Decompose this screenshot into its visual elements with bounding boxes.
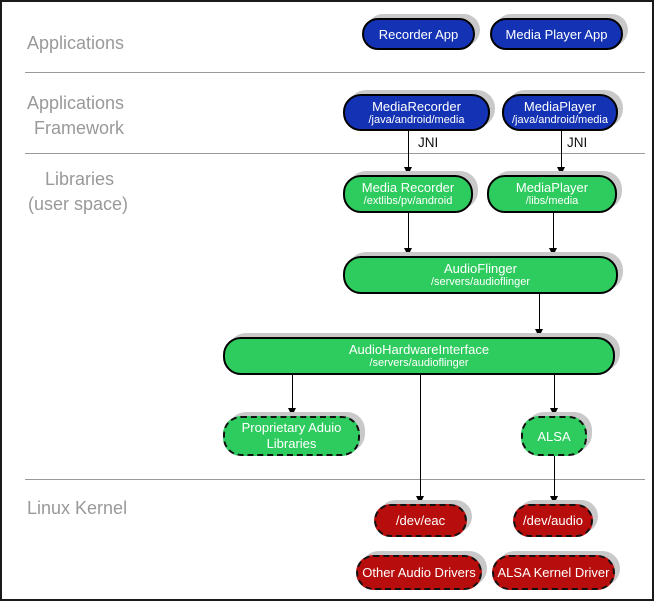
section-label-libraries-line2: (user space) (28, 194, 129, 214)
node-mediaplayer-lib-path: /libs/media (525, 195, 579, 207)
node-audioflinger-title: AudioFlinger (444, 261, 517, 276)
divider-libraries-kernel (25, 479, 645, 480)
node-mediaplayer-lib-title: MediaPlayer (515, 180, 589, 195)
arrow-ahi-to-dev-eac (416, 375, 424, 504)
node-media-recorder-lib-title: Media Recorder (361, 180, 455, 195)
jni-label-right: JNI (567, 135, 588, 150)
node-audioflinger: AudioFlinger /servers/audioflinger (343, 256, 618, 294)
node-media-recorder-lib-path: /extlibs/pv/android (363, 195, 453, 207)
node-mediarecorder-framework-title: MediaRecorder (372, 98, 461, 114)
node-alsa-kernel-driver-title: ALSA Kernel Driver (497, 565, 610, 580)
node-dev-audio: /dev/audio (513, 504, 593, 537)
node-alsa: ALSA (521, 416, 587, 456)
node-dev-audio-title: /dev/audio (523, 513, 583, 528)
divider-applications-framework (25, 72, 645, 73)
node-alsa-kernel-driver: ALSA Kernel Driver (492, 555, 615, 590)
arrow-mediarecorder-to-audioflinger (404, 213, 412, 256)
section-label-libraries: Libraries (user space) (28, 167, 128, 217)
arrow-ahi-to-alsa (550, 375, 558, 416)
node-audioflinger-path: /servers/audioflinger (430, 276, 531, 288)
node-mediaplayer-framework-path: /java/android/media (511, 113, 608, 126)
node-audiohardwareinterface: AudioHardwareInterface /servers/audiofli… (223, 337, 615, 375)
section-label-libraries-line1: Libraries (45, 169, 115, 189)
node-other-audio-drivers: Other Audio Drivers (356, 555, 482, 590)
jni-label-left: JNI (418, 135, 439, 150)
arrow-alsa-to-dev-audio (550, 456, 558, 504)
node-mediaplayer-framework: MediaPlayer /java/android/media (502, 94, 618, 131)
section-label-linux-kernel: Linux Kernel (27, 498, 128, 518)
arrow-ahi-to-proprietary (288, 375, 296, 416)
node-proprietary-audio-libraries-title: Proprietary Aduio Libraries (241, 420, 342, 451)
section-label-applications-framework-line2: Framework (34, 118, 125, 138)
node-mediaplayer-framework-title: MediaPlayer (523, 98, 597, 114)
arrow-mediarecorder-jni (404, 131, 412, 175)
node-dev-eac: /dev/eac (374, 504, 467, 537)
node-other-audio-drivers-title: Other Audio Drivers (362, 565, 476, 580)
node-audiohardwareinterface-path: /servers/audioflinger (369, 357, 469, 369)
section-label-applications: Applications (27, 33, 125, 53)
node-proprietary-audio-libraries: Proprietary Aduio Libraries (223, 416, 360, 456)
section-label-applications-framework: Applications Framework (27, 91, 124, 141)
divider-framework-libraries (25, 153, 645, 154)
section-label-applications-framework-line1: Applications (27, 93, 125, 113)
node-media-player-app-title: Media Player App (505, 26, 608, 42)
node-media-player-app: Media Player App (490, 18, 623, 50)
node-alsa-title: ALSA (537, 428, 571, 444)
node-mediaplayer-lib: MediaPlayer /libs/media (487, 175, 617, 213)
arrow-audioflinger-to-ahi (535, 294, 543, 337)
node-recorder-app-title: Recorder App (378, 26, 459, 42)
node-mediarecorder-framework-path: /java/android/media (368, 113, 465, 126)
node-recorder-app: Recorder App (362, 18, 475, 50)
node-audiohardwareinterface-title: AudioHardwareInterface (348, 342, 490, 357)
node-dev-eac-title: /dev/eac (395, 513, 446, 528)
arrow-mediaplayer-jni (557, 131, 565, 175)
arrow-mediaplayer-to-audioflinger (549, 213, 557, 256)
node-media-recorder-lib: Media Recorder /extlibs/pv/android (343, 175, 473, 213)
node-mediarecorder-framework: MediaRecorder /java/android/media (343, 94, 490, 131)
